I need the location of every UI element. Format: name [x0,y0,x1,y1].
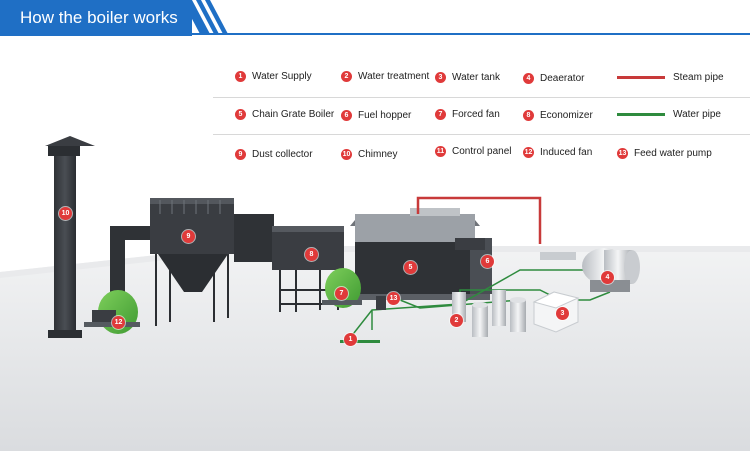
legend-item-feed-water-pump: 13 Feed water pump [617,148,712,159]
legend-number-badge: 9 [235,149,246,160]
legend-number-badge: 4 [523,73,534,84]
legend-item-label: Economizer [540,110,593,121]
legend-panel: 1 Water Supply 2 Water treatment 3 Water… [213,60,750,177]
callout-water-supply: 1 [344,333,357,346]
legend-item-deaerator: 4 Deaerator [523,73,584,84]
callout-economizer: 8 [305,248,318,261]
legend-item-water-tank: 3 Water tank [435,72,500,83]
callout-water-treatment: 2 [450,314,463,327]
page-title: How the boiler works [0,0,192,36]
legend-item-chain-grate-boiler: 5 Chain Grate Boiler [235,109,334,120]
steam-pipe-swatch [617,76,665,79]
callout-fuel-hopper: 6 [481,255,494,268]
callout-forced-fan: 7 [335,287,348,300]
legend-item-water-treatment: 2 Water treatment [341,71,429,82]
legend-item-forced-fan: 7 Forced fan [435,109,500,120]
legend-number-badge: 3 [435,72,446,83]
callout-induced-fan: 12 [112,316,125,329]
control-panel-cabinet [376,296,386,310]
legend-item-water-pipe: Water pipe [617,109,721,120]
legend-item-label: Water tank [452,72,500,83]
legend-item-control-panel: 11 Control panel [435,146,511,157]
legend-item-label: Induced fan [540,147,593,158]
legend-number-badge: 12 [523,147,534,158]
legend-number-badge: 7 [435,109,446,120]
legend-item-label: Feed water pump [634,148,712,159]
header-stripes-decoration [182,0,228,34]
legend-number-badge: 8 [523,110,534,121]
callout-deaerator: 4 [601,271,614,284]
legend-item-label: Fuel hopper [358,110,412,121]
legend-number-badge: 11 [435,146,446,157]
legend-number-badge: 1 [235,71,246,82]
callout-chimney: 10 [59,207,72,220]
water-treatment [452,290,526,337]
legend-separator [213,97,750,98]
legend-item-label: Chain Grate Boiler [252,109,335,120]
chain-grate-boiler [350,208,492,300]
dust-collector [150,198,294,326]
chimney [45,136,95,338]
water-supply-pipe [340,340,380,343]
legend-item-steam-pipe: Steam pipe [617,72,724,83]
legend-item-label: Deaerator [540,73,585,84]
legend-item-label: Forced fan [452,109,500,120]
legend-item-economizer: 8 Economizer [523,110,593,121]
legend-item-dust-collector: 9 Dust collector [235,149,313,160]
callout-feed-water-pump: 13 [387,292,400,305]
header-bar: How the boiler works [0,0,750,36]
legend-item-label: Water Supply [252,71,312,82]
legend-item-chimney: 10 Chimney [341,149,397,160]
callout-water-tank: 3 [556,307,569,320]
legend-item-label: Steam pipe [673,72,724,83]
legend-number-badge: 10 [341,149,352,160]
legend-separator [213,134,750,135]
legend-number-badge: 6 [341,110,352,121]
steam-pipe [416,196,542,244]
callout-dust-collector: 9 [182,230,195,243]
legend-item-induced-fan: 12 Induced fan [523,147,592,158]
legend-item-label: Water treatment [358,71,430,82]
legend-item-label: Control panel [452,146,512,157]
economizer [272,226,344,312]
legend-item-water-supply: 1 Water Supply [235,71,312,82]
water-pipe-swatch [617,113,665,116]
legend-number-badge: 2 [341,71,352,82]
legend-item-label: Chimney [358,149,398,160]
legend-item-label: Water pipe [673,109,721,120]
legend-number-badge: 13 [617,148,628,159]
header-underline [0,33,750,35]
legend-item-fuel-hopper: 6 Fuel hopper [341,110,411,121]
legend-number-badge: 5 [235,109,246,120]
callout-chain-grate-boiler: 5 [404,261,417,274]
legend-item-label: Dust collector [252,149,313,160]
